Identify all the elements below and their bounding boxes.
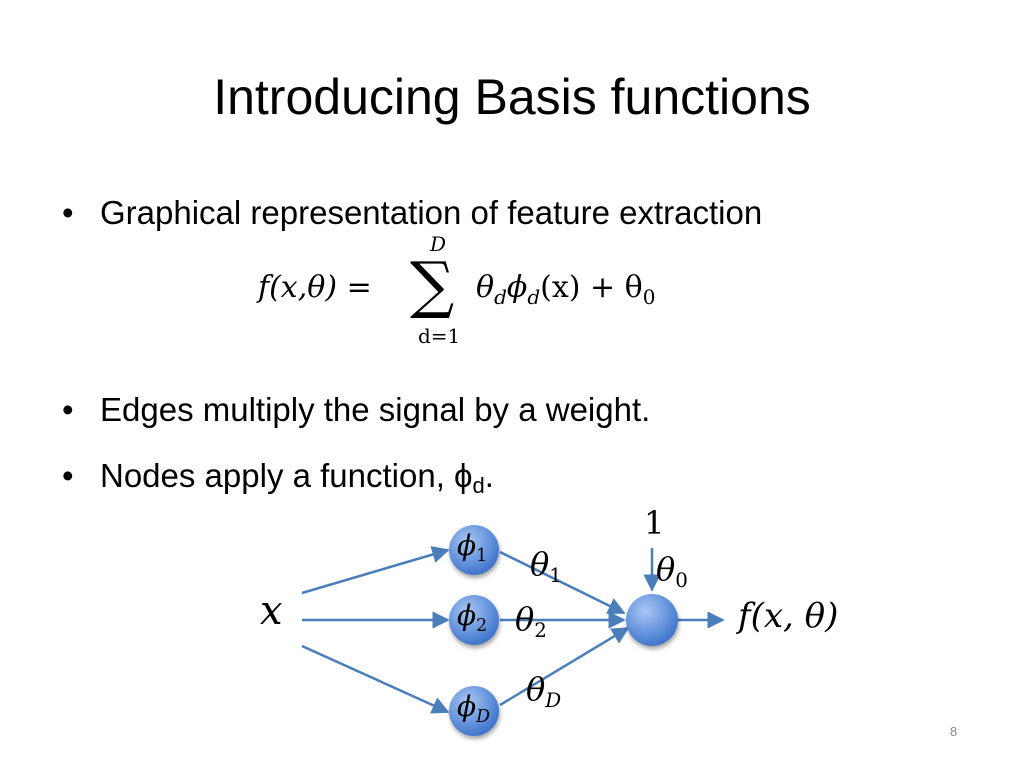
bullet-marker: •	[62, 194, 74, 231]
slide-title: Introducing Basis functions	[213, 69, 811, 125]
bullet-edges: • Edges multiply the signal by a weight.	[62, 389, 650, 431]
weight-theta2-label: θ2	[515, 600, 547, 642]
sum-node	[626, 594, 678, 646]
bullet-nodes: • Nodes apply a function, ϕd.	[62, 455, 494, 507]
basis-node-1	[449, 525, 499, 575]
sum-upper-limit: D	[430, 232, 447, 256]
bullet-feature-extraction: • Graphical representation of feature ext…	[62, 192, 762, 234]
bullet-text: Nodes apply a function, ϕ	[100, 457, 473, 494]
basis-node-2	[449, 595, 499, 645]
edge-phiD-sum	[499, 626, 630, 707]
edge-phi1-sum	[499, 550, 626, 615]
basis-node-D	[449, 686, 499, 736]
basis-node-1-label: ϕ1	[457, 529, 488, 567]
basis-node-D-label: ϕD	[457, 690, 491, 728]
weight-theta0-label: θ0	[656, 550, 688, 592]
output-label: f(x, θ)	[738, 596, 839, 636]
bullet-marker: •	[62, 391, 74, 428]
page-number: 8	[950, 724, 958, 739]
bullet-subscript: d	[472, 473, 485, 498]
edge-x-phiD	[301, 644, 450, 714]
bullet-marker: •	[62, 457, 74, 494]
formula-rhs: θdϕd(x) + θ0	[476, 270, 656, 309]
bullet-text: Edges multiply the signal by a weight.	[100, 391, 651, 428]
basis-function-formula: f(x,θ) = D ∑ d=1 θdϕd(x) + θ0	[258, 232, 698, 352]
sum-symbol: ∑	[410, 248, 455, 321]
bias-label: 1	[644, 504, 665, 542]
formula-lhs: f(x,θ) =	[258, 270, 372, 305]
input-label: x	[260, 588, 283, 634]
weight-thetaD-label: θD	[526, 670, 562, 712]
bullet-suffix: .	[484, 457, 494, 494]
bullet-text: Graphical representation of feature extr…	[100, 194, 763, 231]
edge-x-phi1	[301, 546, 450, 595]
basis-node-2-label: ϕ2	[457, 599, 488, 637]
weight-theta1-label: θ1	[530, 545, 562, 587]
sum-lower-limit: d=1	[418, 324, 461, 348]
